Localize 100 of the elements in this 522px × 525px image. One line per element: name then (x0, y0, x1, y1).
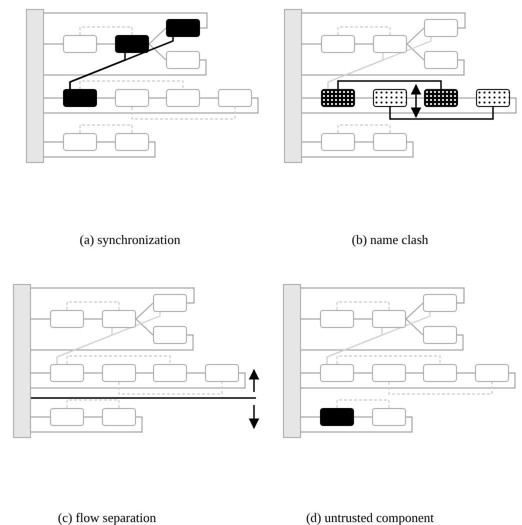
component-box (153, 364, 187, 382)
bus-bar (283, 284, 301, 438)
connector (355, 97, 373, 99)
connector (31, 416, 50, 418)
connector (301, 372, 320, 374)
connector (31, 334, 194, 351)
connector (301, 287, 465, 304)
connector (84, 416, 102, 418)
component-box (373, 89, 407, 107)
connector (31, 287, 195, 304)
component-box (321, 89, 355, 107)
component-box (218, 89, 252, 107)
dashed-connector (66, 301, 120, 310)
component-box (102, 364, 136, 382)
connector (31, 372, 246, 389)
component-box (372, 364, 406, 382)
dashed-connector (79, 80, 184, 89)
connector (327, 53, 384, 89)
component-box (63, 35, 97, 53)
component-box (50, 408, 84, 426)
component-box (475, 364, 509, 382)
connector (84, 372, 102, 374)
connector (301, 372, 516, 389)
connector (301, 416, 320, 418)
dashed-connector (66, 399, 120, 408)
connector (406, 318, 424, 336)
connector (406, 44, 424, 60)
component-box (320, 408, 354, 426)
connector (326, 328, 383, 364)
dashed-connector (131, 107, 236, 120)
bus-bar (284, 9, 302, 163)
connector (407, 97, 424, 99)
connector (389, 107, 494, 120)
connector (337, 80, 442, 89)
connector (458, 97, 476, 99)
dashed-connector (336, 355, 441, 364)
connector (406, 372, 423, 374)
component-box (320, 310, 354, 328)
caption: (c) flow separation (58, 510, 156, 525)
component-box (476, 89, 510, 107)
dashed-connector (337, 124, 391, 133)
component-box (115, 133, 149, 151)
component-box (372, 408, 406, 426)
connector (148, 28, 166, 44)
connector (302, 12, 466, 29)
bus-bar (13, 284, 31, 438)
component-box (166, 51, 200, 69)
connector (136, 302, 154, 320)
connector (69, 53, 126, 89)
dashed-connector (118, 382, 223, 395)
connector (354, 372, 372, 374)
connector (301, 334, 464, 351)
connector (31, 416, 143, 433)
connector (44, 12, 208, 29)
dashed-connector (66, 355, 171, 364)
component-box (321, 35, 355, 53)
connector (97, 43, 115, 45)
dashed-connector (388, 382, 493, 395)
component-box (320, 364, 354, 382)
connector (355, 43, 373, 45)
connector (302, 43, 321, 45)
connector (56, 328, 113, 364)
connector (97, 141, 115, 143)
component-box (424, 19, 458, 37)
dashed-connector (79, 26, 133, 35)
connector (149, 97, 166, 99)
connector (301, 416, 413, 433)
component-box (102, 310, 136, 328)
component-box (166, 89, 200, 107)
component-box (63, 133, 97, 151)
caption: (b) name clash (352, 232, 428, 248)
component-box (205, 364, 239, 382)
component-box (424, 51, 458, 69)
connector (302, 141, 321, 143)
connector (148, 44, 166, 60)
connector (97, 97, 115, 99)
component-box (423, 364, 457, 382)
caption: (d) untrusted component (306, 510, 434, 525)
dashed-connector (336, 301, 390, 310)
dashed-connector (79, 124, 133, 133)
connector (457, 372, 475, 374)
connector (406, 28, 424, 44)
connector (355, 141, 373, 143)
component-box (372, 310, 406, 328)
component-box (166, 19, 200, 37)
connector (31, 318, 50, 320)
component-box (115, 89, 149, 107)
connector (44, 59, 207, 76)
component-box (50, 310, 84, 328)
connector (302, 141, 414, 158)
dashed-connector (336, 399, 390, 408)
connector (44, 43, 63, 45)
connector (200, 97, 218, 99)
connector (187, 372, 205, 374)
dashed-connector (337, 26, 391, 35)
connector (302, 97, 517, 114)
connector (44, 141, 156, 158)
component-box (115, 35, 149, 53)
bus-bar (26, 9, 44, 163)
component-box (153, 294, 187, 312)
